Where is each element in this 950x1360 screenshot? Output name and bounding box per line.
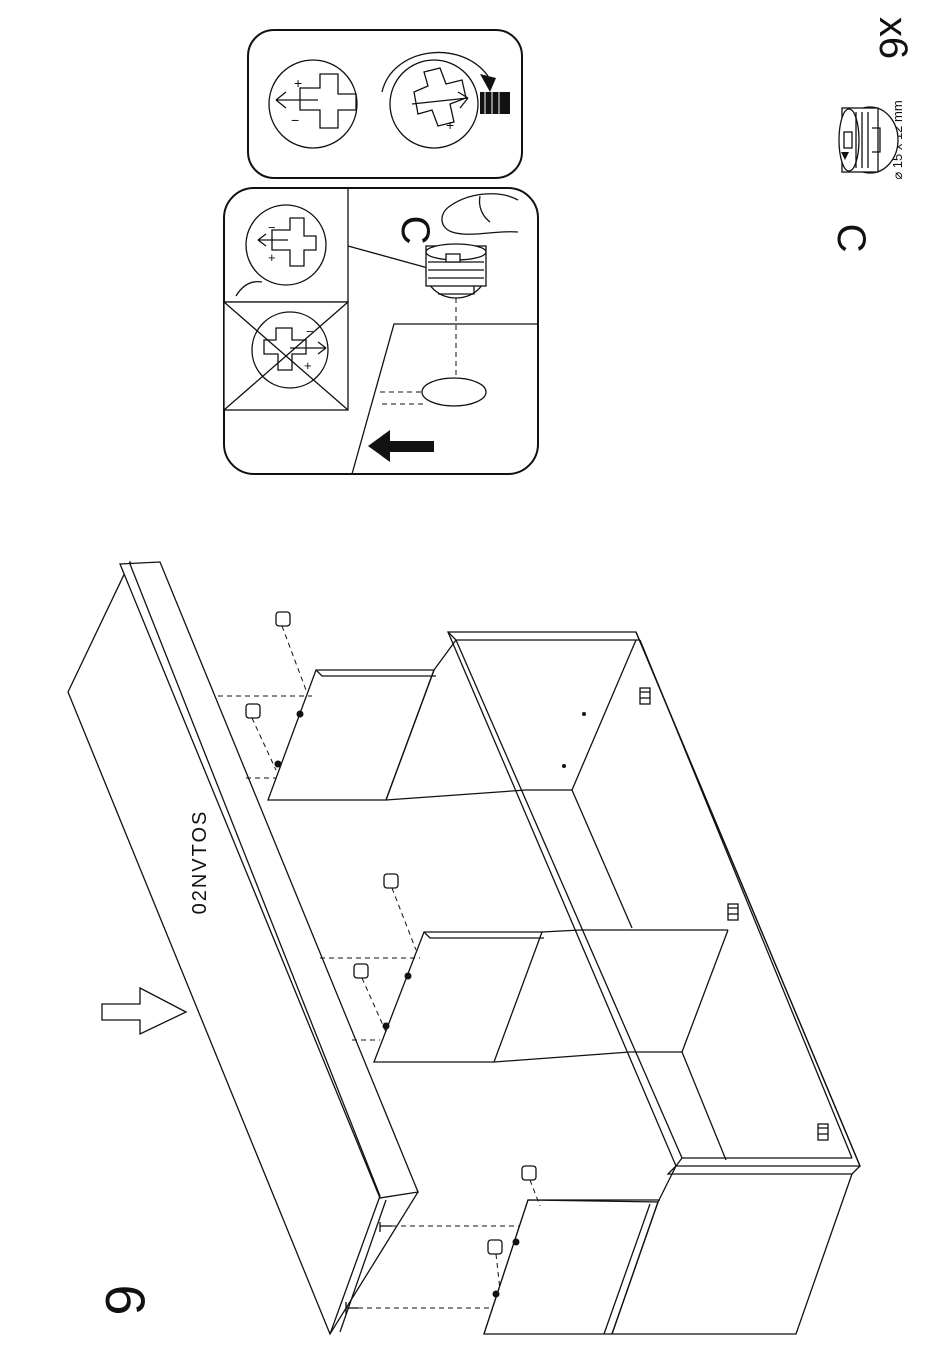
step-number: 6 bbox=[94, 1284, 157, 1315]
cam-sign-plus: + bbox=[294, 75, 302, 91]
exploded-assembly-view: 02NVTOS bbox=[68, 562, 860, 1334]
screwdriver-tip-icon bbox=[480, 92, 510, 114]
cam-head-locked-icon: + bbox=[390, 60, 478, 148]
partition-panel bbox=[268, 640, 526, 800]
cam-sign-plus: + bbox=[268, 250, 276, 265]
cam-hole bbox=[422, 378, 486, 406]
part-legend: x6 ⌀ 15 x 12 mm C bbox=[829, 17, 915, 253]
part-count: x6 bbox=[871, 17, 915, 59]
cam-sign-minus: − bbox=[268, 220, 276, 235]
cam-lock-icon bbox=[818, 1124, 828, 1140]
callout-part-letter: C bbox=[393, 216, 437, 245]
cam-lock-icon bbox=[640, 688, 650, 704]
cam-lock-icon bbox=[839, 107, 898, 173]
press-down-arrow-icon bbox=[102, 988, 186, 1034]
panel-brand-text: 02NVTOS bbox=[189, 810, 211, 915]
cam-sign-plus: + bbox=[304, 358, 312, 373]
cam-lock-icon bbox=[426, 244, 486, 298]
cam-rotation-detail: + − + bbox=[248, 30, 522, 178]
part-letter: C bbox=[829, 224, 873, 253]
cam-head-open-icon: + − bbox=[269, 60, 357, 148]
cam-lock-icon bbox=[728, 904, 738, 920]
wrong-orientation-panel: − + bbox=[224, 302, 348, 410]
cam-sign-minus: − bbox=[291, 112, 299, 128]
insertion-detail: − + − + C bbox=[224, 188, 538, 474]
cam-sign-plus: + bbox=[446, 117, 454, 133]
